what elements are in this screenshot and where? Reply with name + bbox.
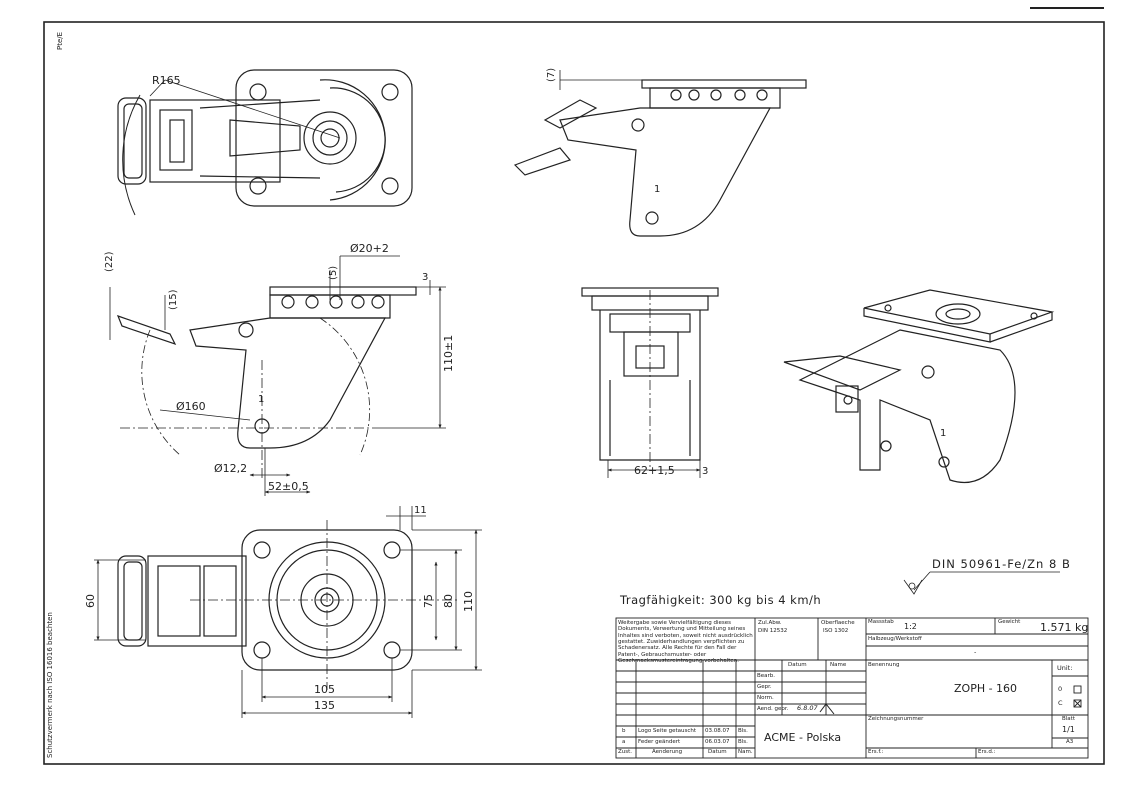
din-note: DIN 50961-Fe/Zn 8 B (932, 557, 1071, 571)
rev-b-name: Bls. (738, 728, 748, 734)
label-dim-60: 60 (84, 594, 97, 608)
label-dim-80: 80 (442, 594, 455, 608)
view-top-plan (117, 69, 413, 216)
view-front (581, 287, 719, 478)
label-dim-15: (15) (168, 289, 179, 310)
label-dim-62: 62+1,5 (634, 464, 675, 477)
ers-d-label: Ers.d.: (978, 749, 996, 755)
label-dim-22: (22) (104, 251, 115, 272)
view-side-small (513, 70, 807, 237)
gewicht-label: Gewicht (998, 619, 1021, 625)
rev-a-name: Bls. (738, 739, 748, 745)
label-part-1-b: 1 (258, 394, 264, 405)
unit-c: C (1058, 699, 1063, 707)
aend-gepr-signature: 6.8.07 (797, 704, 818, 712)
benennung-value: ZOPH - 160 (954, 682, 1018, 695)
rev-b-text: Logo Seite getauscht (638, 728, 697, 734)
rev-a-letter: a (622, 739, 626, 745)
ers-f-label: Ers.f.: (868, 749, 884, 755)
label-dim-3a: 3 (422, 272, 428, 283)
label-dim-3b: 3 (702, 466, 708, 477)
halbzeug-value: - (974, 648, 977, 656)
label-d12: Ø12,2 (214, 462, 247, 475)
title-block-grid (615, 617, 1089, 759)
zeichnungsnummer-label: Zeichnungsnummer (868, 716, 924, 722)
blatt-label: Blatt (1062, 716, 1075, 722)
unit-0: 0 (1058, 685, 1063, 693)
rev-b-date: 03.08.07 (705, 728, 730, 734)
capacity-note: Tragfähigkeit: 300 kg bis 4 km/h (619, 593, 821, 607)
oberflaeche-label: Oberflaeche (821, 620, 855, 626)
protection-note: Schutzvermerk nach ISO 16016 beachten (46, 612, 54, 758)
label-dim-110: 110 (462, 591, 475, 612)
oberflaeche-value: ISO 1302 (823, 628, 849, 634)
outer-frame (43, 21, 1105, 765)
col-datum: Datum (788, 662, 807, 668)
rev-col-datum: Datum (708, 749, 727, 755)
surface-note (903, 571, 1060, 595)
bearb-label: Bearb. (757, 673, 776, 679)
label-dim-105: 105 (314, 683, 335, 696)
copyright-notice: Weitergabe sowie Vervielfältigung dieses… (618, 620, 753, 664)
zul-abw-label: Zul.Abw. (758, 620, 782, 626)
format-label: A3 (1066, 739, 1074, 745)
rev-a-text: Feder geändert (638, 739, 681, 745)
view-side-main (109, 255, 446, 496)
label-r165: R165 (152, 74, 181, 87)
label-part-1-a: 1 (654, 184, 660, 195)
label-dim-5: (5) (328, 266, 339, 280)
massstab-label: Massstab (868, 619, 894, 625)
label-dim-11: 11 (414, 505, 427, 516)
label-dim-110pm1: 110±1 (442, 335, 455, 372)
label-d160: Ø160 (176, 400, 206, 413)
label-dim-135: 135 (314, 699, 335, 712)
benennung-label: Benennung (868, 662, 900, 668)
gepr-label: Gepr. (757, 684, 772, 690)
label-dim-75: 75 (422, 594, 435, 608)
top-left-mark: Pte/E (56, 32, 64, 50)
zul-abw-value: DIN 12532 (758, 628, 788, 634)
rev-b-letter: b (622, 728, 626, 734)
col-name: Name (830, 662, 847, 668)
gewicht-value: 1.571 kg (1040, 621, 1089, 634)
halbzeug-label: Halbzeug/Werkstoff (868, 636, 922, 642)
label-part-1-c: 1 (940, 428, 946, 439)
rev-col-aenderung: Aenderung (652, 749, 683, 755)
company-name: ACME - Polska (764, 731, 842, 744)
rev-col-zust: Zust. (618, 749, 633, 755)
massstab-value: 1:2 (904, 622, 917, 631)
label-dim-7: (7) (546, 68, 557, 82)
view-isometric (783, 289, 1055, 484)
rev-col-name: Nam. (738, 749, 753, 755)
aend-gepr-label: Aend. gepr. (757, 706, 789, 712)
unit-label: Unit: (1057, 664, 1073, 672)
label-dim-52: 52±0,5 (268, 480, 309, 493)
blatt-value: 1/1 (1062, 725, 1075, 734)
norm-label: Norm. (757, 695, 774, 701)
label-d20: Ø20+2 (350, 242, 389, 255)
view-bottom-plan (94, 506, 482, 718)
rev-a-date: 06.03.07 (705, 739, 730, 745)
